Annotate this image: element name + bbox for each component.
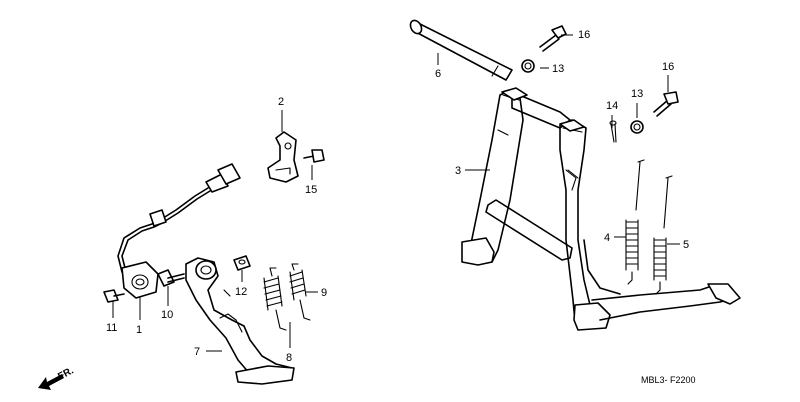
callout-13-right: 13 <box>631 88 643 100</box>
spring-5 <box>653 175 673 295</box>
callout-2: 2 <box>278 96 284 108</box>
callout-4: 4 <box>604 232 610 244</box>
bolt-right <box>653 91 679 117</box>
bolt-11 <box>103 289 125 303</box>
spring-9 <box>289 263 311 321</box>
collar-right <box>630 120 644 134</box>
front-arrow-label: FR. <box>56 365 76 382</box>
bolt-10 <box>157 269 185 287</box>
callout-3: 3 <box>455 165 461 177</box>
pivot-shaft <box>409 19 513 81</box>
callout-16-right: 16 <box>662 61 674 73</box>
callout-8: 8 <box>286 352 292 364</box>
collar-12 <box>233 255 251 271</box>
side-stand <box>185 257 295 385</box>
callout-5: 5 <box>683 239 689 251</box>
callout-11: 11 <box>106 322 117 334</box>
callout-1: 1 <box>136 324 142 336</box>
callout-12: 12 <box>235 286 247 298</box>
bracket-2 <box>267 131 299 183</box>
front-arrow: FR. <box>38 365 76 390</box>
bolt-15 <box>303 149 325 163</box>
main-stand <box>461 87 741 331</box>
callout-10: 10 <box>161 309 173 321</box>
collar-upper <box>521 59 535 73</box>
side-stand-switch <box>117 163 241 299</box>
callout-9: 9 <box>321 287 327 299</box>
drawing-code: MBL3- F2200 <box>641 375 696 385</box>
callout-15: 15 <box>305 184 317 196</box>
callout-14: 14 <box>606 100 618 112</box>
leader-lines <box>112 34 680 352</box>
spring-4 <box>625 159 645 285</box>
bolt-upper <box>539 25 567 52</box>
callout-16-upper: 16 <box>578 29 590 41</box>
callout-6: 6 <box>435 68 441 80</box>
callout-13-upper: 13 <box>552 63 564 75</box>
spring-8 <box>263 267 287 331</box>
callout-7: 7 <box>194 346 200 358</box>
cotter-pin <box>609 120 617 143</box>
